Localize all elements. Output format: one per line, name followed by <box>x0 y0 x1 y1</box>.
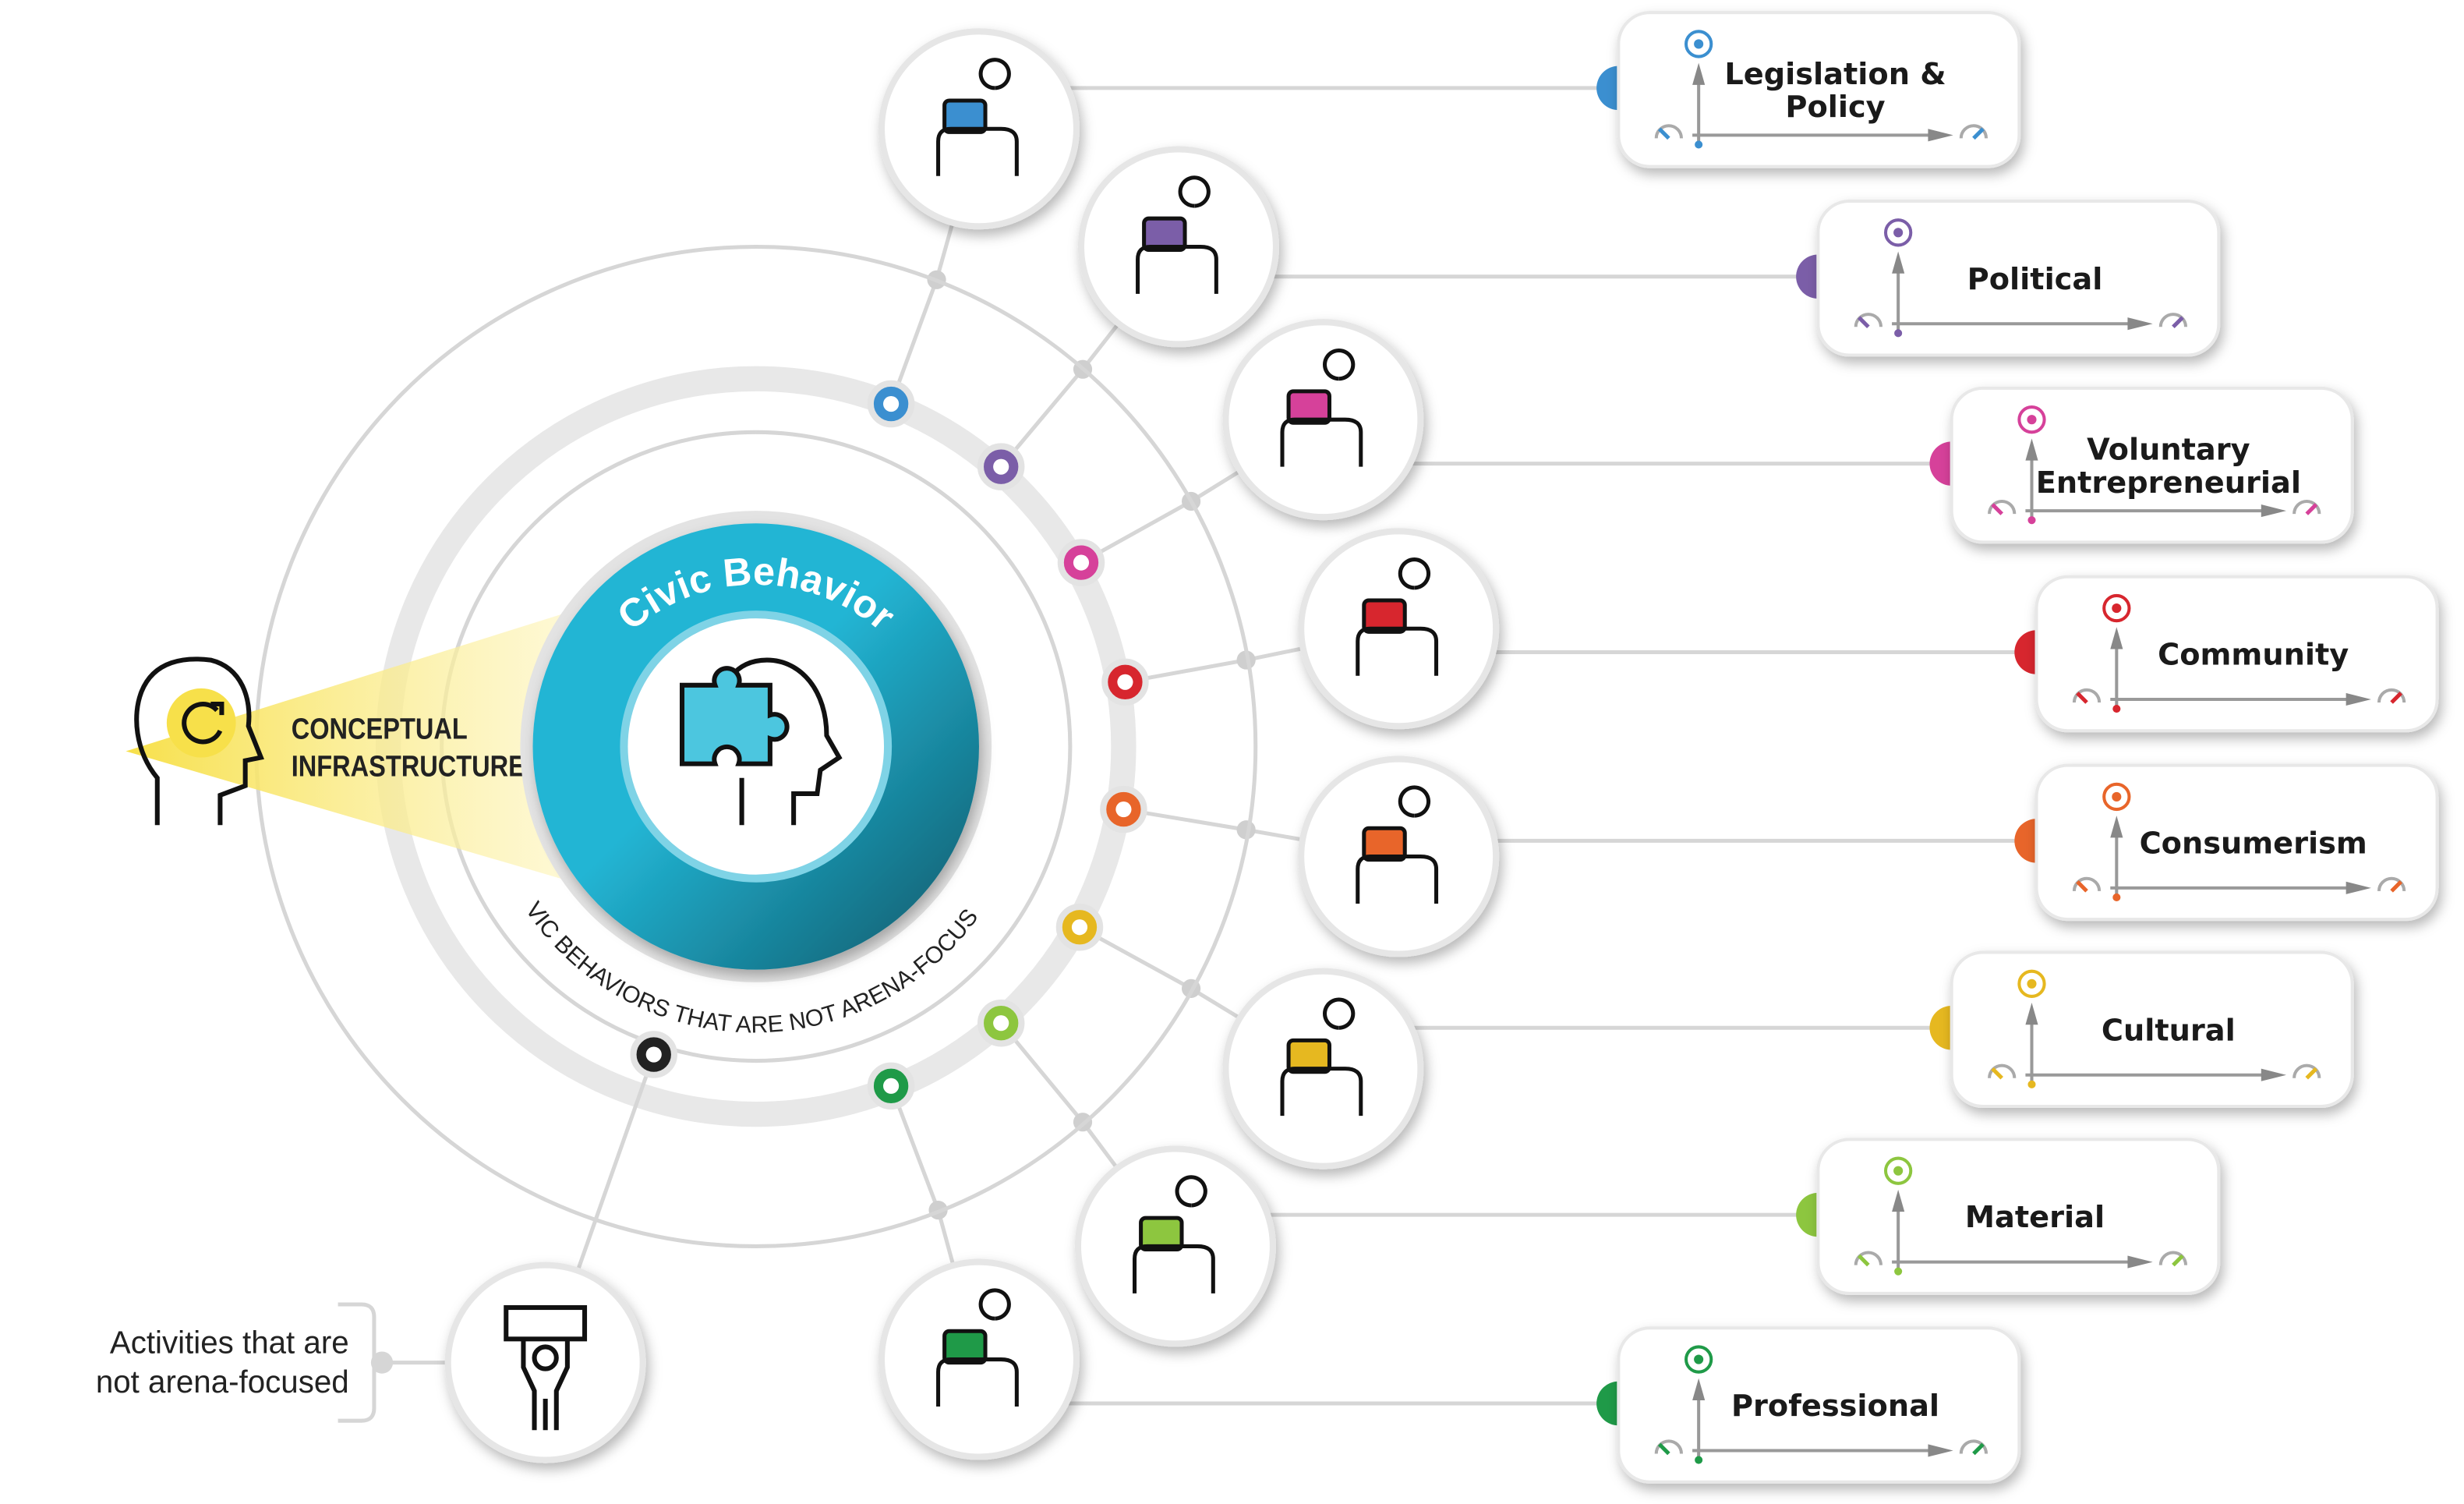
non-arena-bracket-dot <box>370 1351 394 1374</box>
arena-dot-center <box>1073 554 1090 571</box>
helping-hands-icon <box>1280 349 1363 467</box>
card-label: Political <box>1967 262 2103 297</box>
card-tab <box>1596 65 1619 111</box>
briefcase-person-icon <box>936 1288 1019 1407</box>
card-tab <box>1596 1381 1619 1426</box>
card-body <box>1950 950 2354 1109</box>
card-body <box>2034 575 2439 733</box>
card-label: Cultural <box>2102 1013 2236 1048</box>
gauge-high-icon <box>2377 688 2406 704</box>
non-arena-bracket <box>338 1302 376 1423</box>
gauge-high-icon <box>2377 876 2406 893</box>
card-tab <box>1796 1192 1819 1237</box>
conceptual-beam <box>125 613 566 880</box>
non-arena-label-line2: not arena-focused <box>96 1364 349 1400</box>
card-label: Community <box>2158 638 2349 673</box>
card-tab <box>1929 1006 1952 1050</box>
gauge-high-icon <box>1959 124 1989 140</box>
target-icon <box>1684 30 1713 58</box>
target-icon <box>1884 1156 1913 1185</box>
card-label: Material <box>1965 1200 2105 1235</box>
card-tab <box>2014 819 2037 863</box>
target-icon <box>2102 782 2131 812</box>
card-axes <box>1692 1378 1953 1464</box>
card-body <box>1950 386 2354 544</box>
card-axes <box>2110 816 2371 901</box>
phone-payment-icon <box>1133 1175 1215 1293</box>
card-tab <box>1796 254 1819 299</box>
arena-dot-center <box>1071 919 1088 936</box>
gauge-low-icon <box>1988 499 2017 515</box>
card-axes <box>1892 1189 2153 1276</box>
card-axes <box>1692 62 1953 149</box>
arena-card[interactable]: Cultural <box>1929 950 2354 1109</box>
gauge-high-icon <box>2293 1063 2321 1080</box>
arena-card[interactable]: Political <box>1796 199 2221 357</box>
non-arena-label-line1: Activities that are <box>110 1325 349 1360</box>
arena-card[interactable]: Legislation &Policy <box>1596 11 2021 168</box>
protest-icon <box>1136 175 1218 294</box>
non-arena-icon-circle[interactable] <box>444 1262 646 1463</box>
card-label: Policy <box>1785 90 1885 125</box>
arena-dot-center <box>993 1015 1009 1032</box>
target-icon <box>2017 969 2046 998</box>
card-body <box>1617 11 2021 168</box>
gauge-low-icon <box>1854 313 1882 329</box>
gauge-low-icon <box>1654 1439 1683 1456</box>
arena-card[interactable]: Community <box>2014 575 2439 733</box>
arena-dot-center <box>883 1078 900 1094</box>
conceptual-label-line2: INFRASTRUCTURE <box>292 749 525 783</box>
arena-card[interactable]: Professional <box>1596 1326 2021 1484</box>
card-body <box>2034 763 2439 922</box>
target-icon <box>1684 1345 1713 1374</box>
gauge-high-icon <box>2293 499 2321 515</box>
arena-dot-center <box>1115 801 1132 818</box>
gauge-low-icon <box>2072 688 2102 704</box>
protest-sign-icon <box>504 1305 588 1431</box>
card-axes <box>1892 251 2153 338</box>
gauge-low-icon <box>2072 876 2102 893</box>
card-label: Entrepreneurial <box>2036 465 2301 501</box>
card-body <box>1617 1326 2021 1484</box>
arena-card[interactable]: Consumerism <box>2014 763 2439 922</box>
gavel-icon <box>936 58 1019 176</box>
arena-dot-center <box>883 395 900 412</box>
card-axes <box>2025 438 2287 525</box>
target-icon <box>2102 593 2131 623</box>
target-icon <box>2017 405 2046 434</box>
conceptual-head-icon <box>134 656 264 826</box>
gauge-high-icon <box>2158 313 2188 329</box>
arena-dot-center <box>1117 674 1133 690</box>
card-body <box>1816 199 2221 357</box>
conceptual-label-line1: CONCEPTUAL <box>292 712 468 745</box>
arena-dot-center <box>993 458 1009 475</box>
heads-heart-icon <box>1280 997 1363 1116</box>
people-group-icon <box>1356 557 1439 676</box>
card-axes <box>2025 1003 2287 1088</box>
card-axes <box>2110 627 2371 713</box>
card-label: Consumerism <box>2140 826 2367 862</box>
card-tab <box>1929 441 1952 486</box>
card-tab <box>2014 630 2037 674</box>
arena-card[interactable]: Material <box>1796 1138 2221 1295</box>
target-icon <box>1884 218 1913 247</box>
gauge-high-icon <box>2158 1251 2188 1267</box>
puzzle-head-icon <box>679 657 843 826</box>
gauge-low-icon <box>1988 1063 2017 1080</box>
card-label: Professional <box>1731 1389 1939 1424</box>
gauge-low-icon <box>1654 124 1683 140</box>
card-label: Legislation & <box>1724 57 1946 92</box>
gauge-high-icon <box>1959 1439 1989 1456</box>
card-body <box>1816 1138 2221 1295</box>
non-arena-dot-center <box>645 1046 662 1063</box>
shopping-cart-icon <box>1356 785 1439 904</box>
gauge-low-icon <box>1854 1251 1882 1267</box>
card-label: Voluntary <box>2087 433 2250 468</box>
